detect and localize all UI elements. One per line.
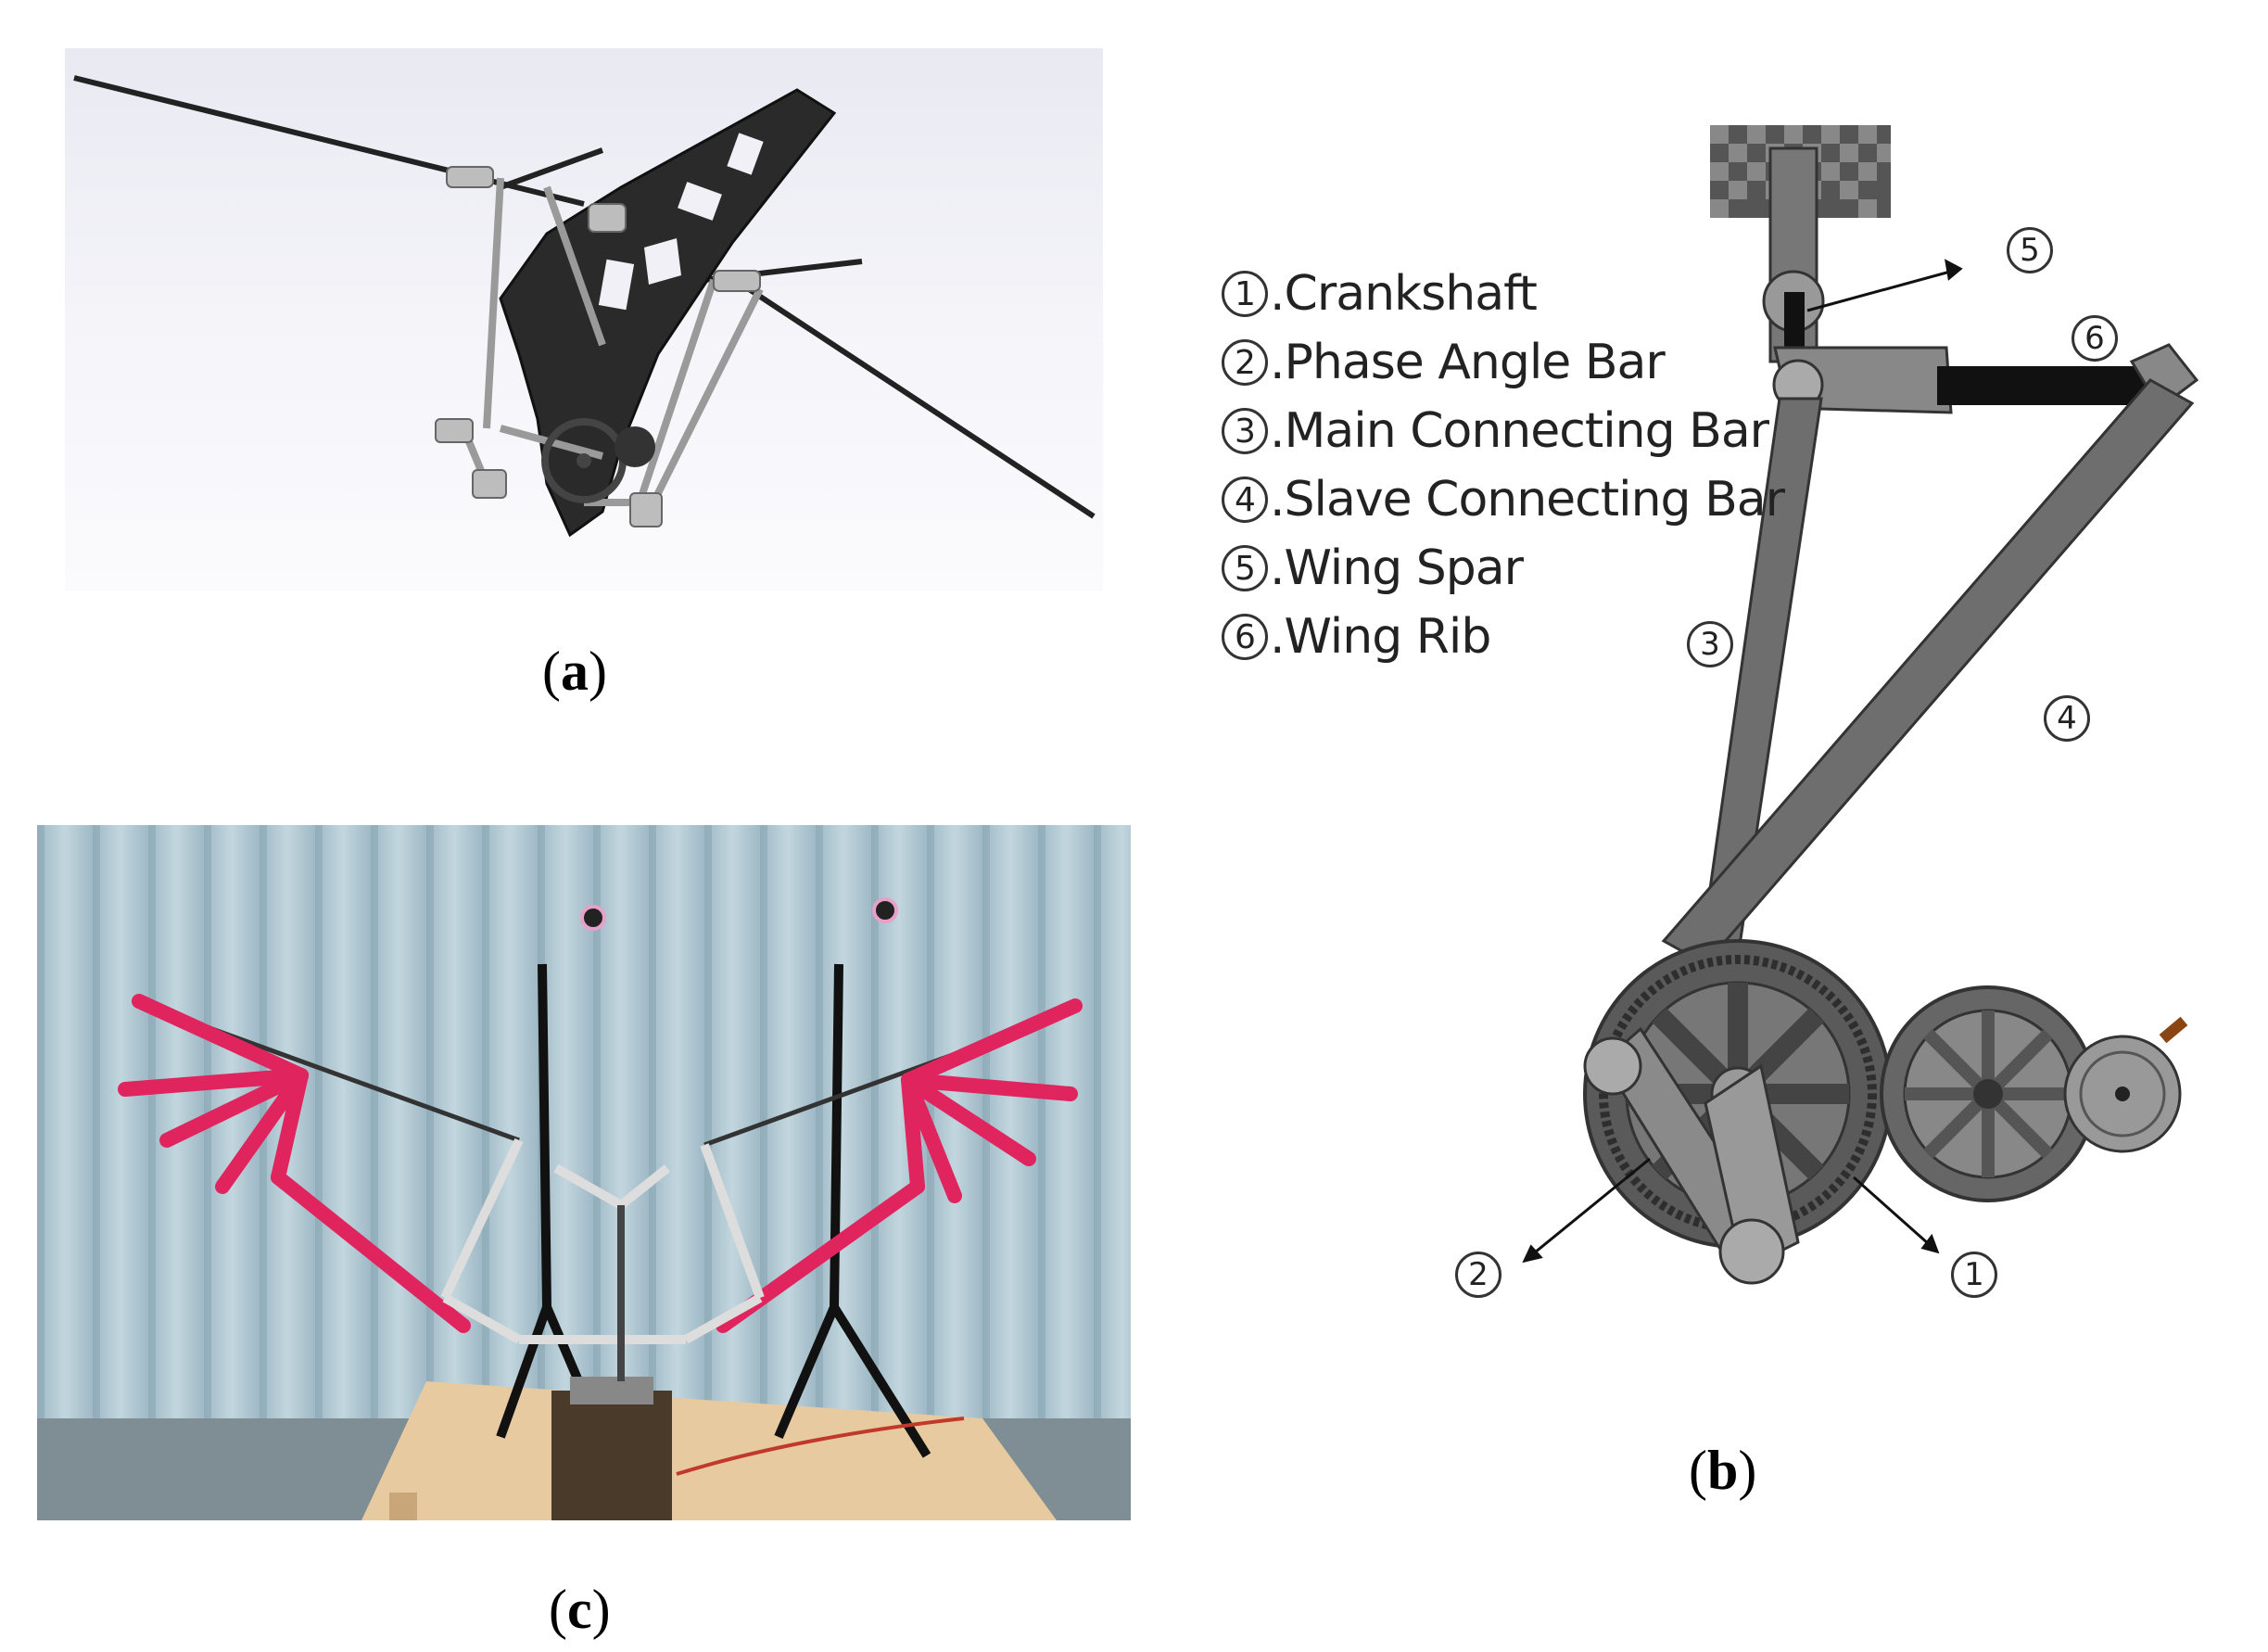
table (361, 1381, 1057, 1520)
caption-a: (a) (542, 641, 607, 702)
wing-rib (1937, 366, 2150, 405)
caption-b: (b) (1689, 1440, 1757, 1501)
linkage-bars (440, 1137, 765, 1344)
legend-item-main-connecting-bar: 3.Main Connecting Bar (1222, 397, 1784, 465)
camera-icon (580, 905, 606, 931)
crankshaft (1704, 1063, 1800, 1273)
prototype-photo (37, 825, 1131, 1520)
cad-model-image (65, 48, 1103, 591)
callout-6: 6 (2072, 315, 2118, 362)
legend-item-wing-spar: 5.Wing Spar (1222, 534, 1784, 603)
callout-1: 1 (1951, 1252, 1997, 1298)
right-wing-spar (730, 275, 1096, 519)
legend-item-slave-connecting-bar: 4.Slave Connecting Bar (1222, 465, 1785, 534)
linkage-diagram: 5 6 3 4 2 1 (1205, 102, 2252, 1335)
pink-wings (118, 994, 1083, 1333)
wing-spar (1784, 292, 1805, 357)
camera-icon (872, 897, 898, 923)
callout-4: 4 (2044, 695, 2090, 742)
component-legend: 1.Crankshaft 2.Phase Angle Bar 3.Main Co… (1222, 260, 1785, 671)
caption-c: (c) (549, 1579, 611, 1640)
callout-2: 2 (1455, 1252, 1501, 1298)
legend-item-crankshaft: 1.Crankshaft (1222, 260, 1784, 328)
test-stand (551, 1391, 672, 1520)
legend-item-wing-rib: 6.Wing Rib (1222, 603, 1784, 671)
callout-5: 5 (2007, 227, 2053, 273)
callout-3: 3 (1687, 621, 1733, 667)
legend-item-phase-angle-bar: 2.Phase Angle Bar (1222, 328, 1784, 397)
